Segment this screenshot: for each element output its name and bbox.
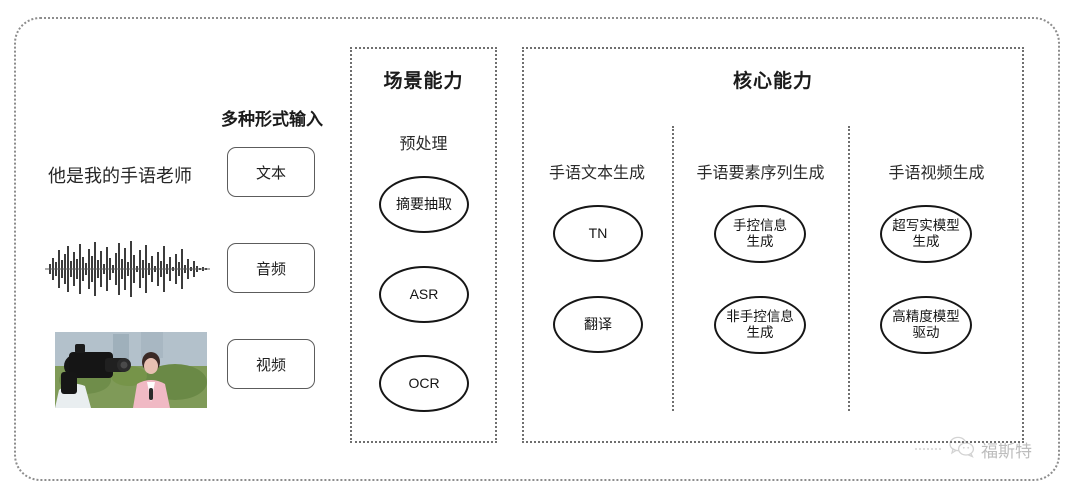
node-photoreal-model-generation-label: 超写实模型 生成 — [892, 218, 960, 250]
node-translation-label: 翻译 — [584, 316, 612, 333]
node-tn-label: TN — [588, 225, 608, 242]
core-column-title-sign-element-sequence-generation: 手语要素序列生成 — [696, 165, 825, 182]
core-column-title-sign-video-generation: 手语视频生成 — [888, 165, 985, 182]
node-summary-extraction-label: 摘要抽取 — [396, 196, 452, 213]
core-capability-title: 核心能力 — [732, 71, 813, 92]
outer-frame — [14, 17, 1060, 481]
core-panel-divider-1 — [672, 126, 674, 411]
node-tn[interactable]: TN — [553, 205, 643, 262]
video-thumbnail — [55, 332, 207, 408]
node-ocr-label: OCR — [408, 375, 440, 392]
node-manual-info-generation-label: 手控信息 生成 — [733, 218, 787, 250]
line-1: 非手控信息 — [726, 309, 794, 325]
scene-capability-panel — [350, 47, 497, 443]
line-2: 驱动 — [912, 325, 940, 340]
node-ocr[interactable]: OCR — [379, 355, 469, 412]
node-asr[interactable]: ASR — [379, 266, 469, 323]
node-non-manual-info-generation[interactable]: 非手控信息 生成 — [714, 296, 806, 354]
node-summary-extraction[interactable]: 摘要抽取 — [379, 176, 469, 233]
node-photoreal-model-generation[interactable]: 超写实模型 生成 — [880, 205, 972, 263]
input-button-text-label: 文本 — [255, 164, 286, 182]
line-1: 超写实模型 — [892, 218, 960, 234]
core-capability-panel — [522, 47, 1024, 443]
node-high-precision-model-driving-label: 高精度模型 驱动 — [892, 309, 960, 341]
core-column-title-sign-text-generation: 手语文本生成 — [548, 165, 645, 182]
input-button-video-label: 视频 — [255, 356, 286, 374]
input-button-text[interactable]: 文本 — [227, 147, 315, 197]
node-high-precision-model-driving[interactable]: 高精度模型 驱动 — [880, 296, 972, 354]
line-1: 手控信息 — [733, 218, 787, 234]
scene-capability-title: 场景能力 — [383, 71, 464, 92]
line-2: 生成 — [912, 234, 940, 249]
line-2: 生成 — [746, 325, 774, 340]
core-panel-divider-2 — [848, 126, 850, 411]
node-translation[interactable]: 翻译 — [553, 296, 643, 353]
node-asr-label: ASR — [409, 286, 439, 303]
node-manual-info-generation[interactable]: 手控信息 生成 — [714, 205, 806, 263]
input-button-audio[interactable]: 音频 — [227, 243, 315, 293]
input-section-heading: 多种形式输入 — [221, 110, 323, 129]
audio-waveform-icon — [45, 240, 210, 298]
input-button-audio-label: 音频 — [255, 260, 286, 278]
input-button-video[interactable]: 视频 — [227, 339, 315, 389]
line-2: 生成 — [746, 234, 774, 249]
scene-column-title-preprocess: 预处理 — [399, 136, 448, 153]
wechat-icon — [949, 436, 975, 463]
watermark: 福斯特 — [915, 436, 1032, 463]
line-1: 高精度模型 — [892, 309, 960, 325]
watermark-dots — [915, 447, 941, 452]
watermark-text: 福斯特 — [981, 442, 1032, 461]
sample-text: 他是我的手语老师 — [48, 166, 192, 186]
node-non-manual-info-generation-label: 非手控信息 生成 — [726, 309, 794, 341]
